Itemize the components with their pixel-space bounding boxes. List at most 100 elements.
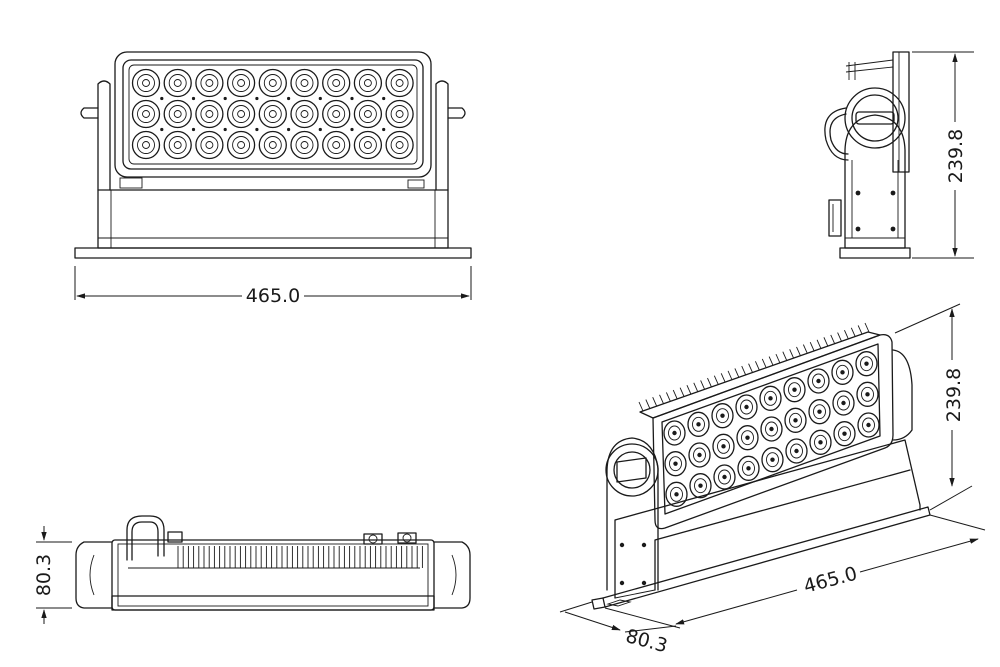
led-lens [226,130,256,160]
led-lens-inner [740,399,753,415]
fin [652,397,658,407]
fin [686,385,692,395]
led-lens [385,68,414,98]
led-lens [258,68,287,98]
iso-heatsink [639,331,881,419]
front-view [74,51,472,259]
led-emitter [205,110,214,118]
led-lens-inner [200,136,219,154]
led-lens-inner [295,74,314,92]
fin [693,382,699,393]
led-emitter [674,492,679,497]
led-lens-inner [790,443,803,459]
led-emitter [840,370,845,375]
led-lens-inner [668,425,681,441]
led-lens [808,399,831,425]
led-lens-inner [358,74,377,92]
led-lens-inner [764,390,777,406]
led-emitter [842,431,847,436]
fin [713,375,719,385]
led-lens [226,99,256,129]
led-lens [322,99,351,129]
front-right-knob [447,107,466,119]
led-lens [163,99,192,129]
led-emitter [698,483,703,488]
led-lens-inner [813,404,826,420]
led-emitter [173,141,182,149]
fin [700,380,706,390]
fin [748,363,753,373]
led-lens [290,68,319,98]
iso-depth-dimension: 80.3 [559,601,677,657]
led-screw [350,127,354,132]
led-emitter [142,110,150,118]
front-left-knob [80,107,99,119]
front-yoke-body [97,189,449,249]
top-connector [397,532,417,544]
led-lens-inner [295,105,314,123]
led-lens [712,433,735,459]
led-lens-inner [263,74,282,92]
side-height-dimension: 239.8 [912,51,974,259]
led-lens [687,411,710,437]
led-emitter [300,141,309,149]
fin [844,329,849,340]
led-lens [131,130,161,160]
led-lens [353,68,383,98]
front-base-plate [74,247,472,259]
led-lens [195,68,224,98]
led-emitter [672,430,677,436]
led-lens [353,99,383,129]
led-screw [382,127,386,132]
led-lens-inner [263,136,282,154]
led-emitter [841,400,846,406]
led-emitter [794,448,799,454]
led-lens-inner [765,421,778,437]
fin [672,389,678,400]
top-left-cap [75,541,113,609]
led-lens [759,385,782,411]
led-emitter [142,79,150,87]
led-emitter [696,422,701,427]
iso-height-label: 239.8 [943,368,965,422]
led-lens-inner [200,74,219,92]
led-lens-inner [860,356,873,372]
led-lens [688,442,711,468]
fin [734,368,740,378]
iso-led-grid [663,351,880,507]
top-view [75,515,471,611]
top-depth-label: 80.3 [33,554,55,596]
led-lens-inner [232,74,251,92]
led-lens-inner [718,469,731,485]
side-cable [824,107,849,161]
front-led-grid [131,68,414,160]
led-lens [385,130,414,160]
fin [796,346,801,357]
led-lens [760,416,783,442]
led-lens [831,359,854,385]
led-emitter [332,141,341,149]
led-lens-inner [168,74,187,92]
led-emitter [673,461,678,466]
led-emitter [769,426,774,432]
fin [659,394,664,405]
top-connector [363,533,383,545]
led-lens-inner [837,395,850,411]
led-lens-inner [742,460,755,476]
led-lens-inner [390,74,409,92]
led-lens-inner [200,105,219,123]
led-lens-inner [137,74,155,92]
led-lens [195,99,224,129]
led-emitter [721,444,726,449]
led-lens [809,429,832,455]
led-lens-inner [263,105,282,123]
led-lens-inner [836,364,849,380]
led-lens-inner [717,438,730,454]
led-screw [160,96,164,101]
fin [727,370,733,381]
led-lens [807,368,830,394]
led-lens-inner [814,434,827,450]
side-clamp [828,199,842,237]
led-emitter [363,79,372,87]
led-lens-inner [327,74,346,92]
